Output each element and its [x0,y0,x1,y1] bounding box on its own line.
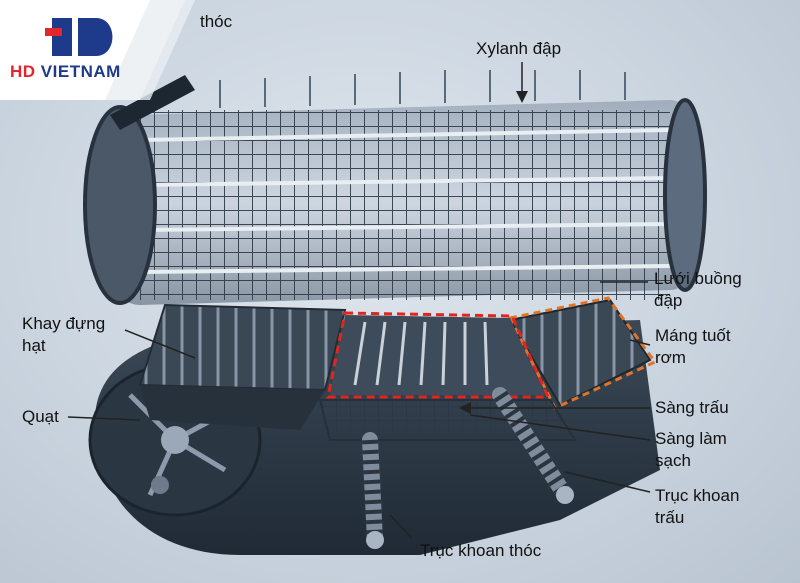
fan-shaft [151,476,169,494]
husk-sieve [330,315,545,395]
label-mang-tuot-rom: Máng tuốt rơm [655,325,731,369]
brand-logo: HD VIETNAM [0,0,200,100]
cleaning-sieve [318,399,577,441]
label-luoi-buong-dap: Lưới buồng đập [654,268,742,312]
drum-spikes [219,70,626,108]
label-luoi-line1: Lưới buồng [654,269,742,288]
label-mang-line2: rơm [655,348,686,367]
drum-right-disc [663,98,707,292]
drum-tension-arm [110,75,195,130]
label-mang-line1: Máng tuốt [655,326,731,345]
label-luoi-line2: đập [654,291,683,310]
drum-bars [139,128,671,274]
label-sang-lam-sach: Sàng làm sạch [655,428,727,472]
label-sang-lam-line2: sạch [655,451,691,470]
leader-truc-thoc [389,514,413,539]
label-truc-khoan-thoc: Trục khoan thóc [420,540,541,562]
label-quat: Quạt [22,406,59,428]
husk-sieve-highlight [326,311,551,399]
label-sang-trau-text: Sàng trấu [655,398,729,417]
label-khay-line2: hạt [22,336,46,355]
logo-text-vietnam: VIETNAM [40,62,121,81]
label-xylanh-text: Xylanh đập [476,39,562,58]
leader-quat [67,416,141,421]
label-partial-top: thóc [200,12,233,31]
grain-auger [362,432,384,549]
husk-auger [492,387,574,504]
grain-tray-front [140,385,325,430]
leader-truc-trau [564,471,651,493]
logo-shape [0,0,195,100]
fan-hub [161,426,189,454]
label-quat-text: Quạt [22,407,59,426]
logo-mark [52,18,113,56]
label-truc-trau-line1: Trục khoan [655,486,740,505]
straw-trough-highlight [507,296,658,410]
drum-left-disc [83,105,157,305]
leader-lines [67,62,651,539]
label-sang-trau: Sàng trấu [655,397,729,419]
label-truc-khoan-trau: Trục khoan trấu [655,485,739,529]
logo-text: HD VIETNAM [10,62,121,82]
leader-sang-lam [469,414,651,441]
label-xylanh-dap: Xylanh đập [476,38,561,60]
leader-khay [124,329,196,359]
husk-sieve-slots [353,321,489,386]
label-truc-thoc-text: Trục khoan thóc [420,541,542,560]
logo-text-hd: HD [10,62,36,81]
label-sang-lam-line1: Sàng làm [655,429,727,448]
label-truc-trau-line2: trấu [655,508,685,527]
leader-mang [629,339,651,346]
straw-trough [508,298,652,407]
label-khay-line1: Khay đựng [22,314,106,333]
label-khay-dung-hat: Khay đựng hạt [22,313,105,357]
